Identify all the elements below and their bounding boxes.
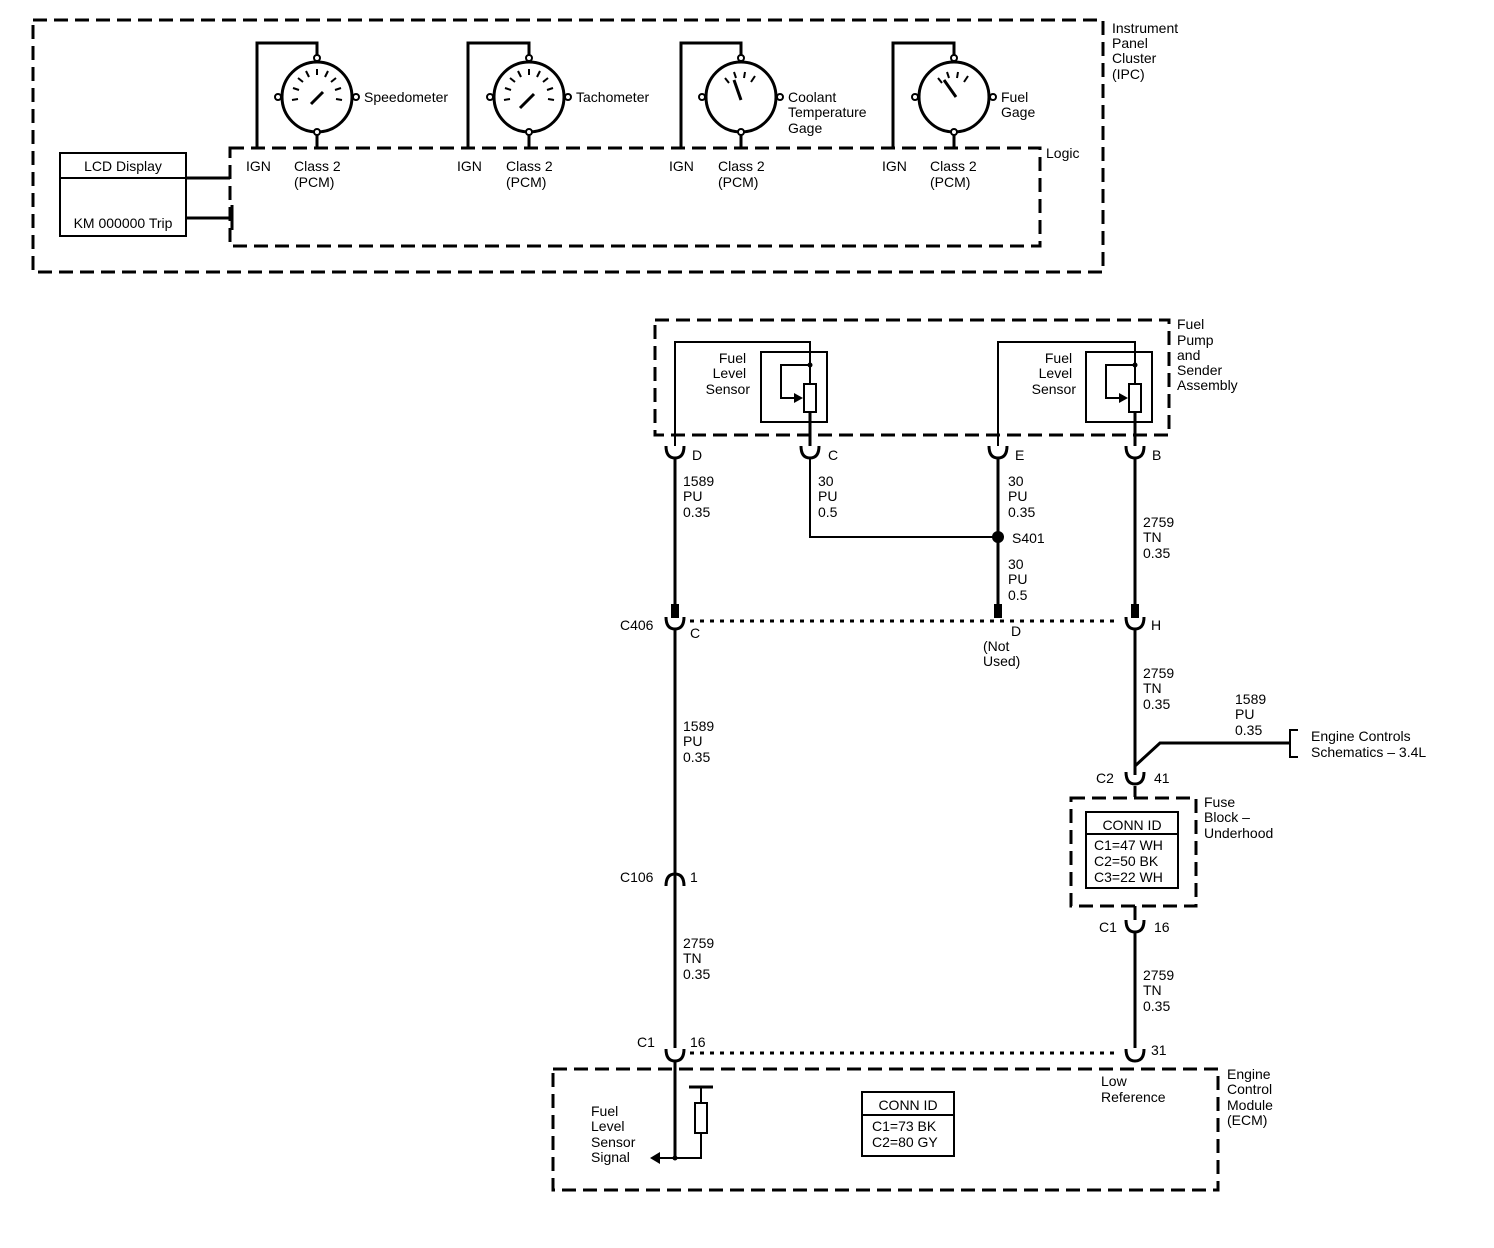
fuse-c1-label: C1 <box>1099 919 1117 935</box>
ecm-boundary <box>551 1067 1220 1192</box>
fuse-c1-pin: 16 <box>1154 919 1170 935</box>
ecm-conn-id-title: CONN ID <box>878 1097 937 1113</box>
tachometer-label: Tachometer <box>576 89 649 105</box>
not-used-label: (Not Used) <box>983 638 1020 669</box>
pin-d-label: D <box>692 447 702 463</box>
ecm-c1-label: C1 <box>637 1034 655 1050</box>
ecm-conn-id-lines: C1=73 BK C2=80 GY <box>872 1118 940 1150</box>
ign-label-4: IGN <box>882 158 907 174</box>
engine-controls-link[interactable]: Engine Controls Schematics – 3.4L <box>1311 728 1426 760</box>
wire-label-7: 1589 PU 0.35 <box>1235 691 1270 738</box>
ecm-conn-id: CONN ID C1=73 BK C2=80 GY <box>861 1091 955 1157</box>
fuse-c2-label: C2 <box>1096 770 1114 786</box>
sensor-left-wire <box>674 341 811 446</box>
c406-label: C406 <box>620 617 654 633</box>
sensor-left-label: Fuel Level Sensor <box>706 350 751 397</box>
splice-label: S401 <box>1012 530 1045 546</box>
fuel-gage-label: Fuel Gage <box>1001 89 1035 120</box>
fuse-block-title: Fuse Block – Underhood <box>1204 794 1273 841</box>
lcd-title: LCD Display <box>84 158 162 174</box>
fuel-gauge <box>891 41 997 148</box>
c406-pin-h: H <box>1151 617 1161 633</box>
fuel-level-sensor-left <box>760 351 828 446</box>
ign-label-2: IGN <box>457 158 482 174</box>
wire-label-6: 2759 TN 0.35 <box>1143 665 1178 712</box>
wire-label-5: 30 PU 0.5 <box>1008 556 1031 603</box>
ign-label-3: IGN <box>669 158 694 174</box>
speedometer-gauge <box>255 41 360 148</box>
ign-label-1: IGN <box>246 158 271 174</box>
c406-pin-c: C <box>690 625 700 641</box>
logic-label: Logic <box>1046 145 1079 161</box>
lcd-text: KM 000000 Trip <box>74 215 173 231</box>
fuel-level-signal-label: Fuel Level Sensor Signal <box>591 1103 639 1165</box>
fuse-c2-pin: 41 <box>1154 770 1170 786</box>
c106-pin: 1 <box>690 869 698 885</box>
coolant-label: Coolant Temperature Gage <box>788 89 870 136</box>
coolant-temperature-gauge <box>679 41 784 148</box>
c406-pin-d: D <box>1011 623 1021 639</box>
ipc-boundary <box>31 18 1105 274</box>
ecm-pin-31: 31 <box>1151 1042 1167 1058</box>
fuse-block-underhood: CONN ID C1=47 WH C2=50 BK C3=22 WH <box>1069 796 1198 908</box>
splice-s401 <box>992 531 1004 543</box>
sensor-right-wire <box>997 341 1136 446</box>
wire-label-10: 2759 TN 0.35 <box>683 935 718 982</box>
speedometer-label: Speedometer <box>364 89 448 105</box>
ecm-title: Engine Control Module (ECM) <box>1227 1066 1277 1128</box>
wire-label-2: 30 PU 0.5 <box>818 473 841 520</box>
fuel-pump-title: Fuel Pump and Sender Assembly <box>1177 316 1238 393</box>
ecm-block: C1 16 31 Engine Control Module (ECM) Low… <box>551 1034 1277 1192</box>
fuse-conn-id-title: CONN ID <box>1102 817 1161 833</box>
fuel-level-sensor-right <box>1085 351 1153 446</box>
class2-label-3: Class 2 (PCM) <box>718 158 769 190</box>
pin-e-label: E <box>1015 447 1024 463</box>
wire-label-8: 1589 PU 0.35 <box>683 718 718 765</box>
tachometer-gauge <box>466 41 572 148</box>
lcd-display: LCD Display KM 000000 Trip <box>59 152 234 237</box>
pin-b-label: B <box>1152 447 1161 463</box>
pin-c-label: C <box>828 447 838 463</box>
wire-label-9: 2759 TN 0.35 <box>1143 967 1178 1014</box>
logic-boundary <box>228 146 1042 248</box>
wiring-harness: 1589 PU 0.35 30 PU 0.5 S401 30 PU 0.35 3… <box>620 458 1426 1048</box>
wire-label-3: 30 PU 0.35 <box>1008 473 1035 520</box>
fuel-pump-boundary <box>653 318 1171 437</box>
ecm-c1-pin: 16 <box>690 1034 706 1050</box>
fuel-pump-block: Fuel Pump and Sender Assembly Fuel Level… <box>653 316 1238 463</box>
wire-label-1: 1589 PU 0.35 <box>683 473 718 520</box>
c106-label: C106 <box>620 869 654 885</box>
fuse-conn-id-lines: C1=47 WH C2=50 BK C3=22 WH <box>1094 837 1167 885</box>
class2-label-2: Class 2 (PCM) <box>506 158 557 190</box>
wire-label-4: 2759 TN 0.35 <box>1143 514 1178 561</box>
low-reference-label: Low Reference <box>1101 1073 1166 1105</box>
sensor-right-label: Fuel Level Sensor <box>1032 350 1077 397</box>
class2-label-4: Class 2 (PCM) <box>930 158 981 190</box>
class2-label-1: Class 2 (PCM) <box>294 158 345 190</box>
ipc-block: Instrument Panel Cluster (IPC) Logic LCD… <box>31 18 1182 274</box>
ipc-title: Instrument Panel Cluster (IPC) <box>1112 20 1182 82</box>
